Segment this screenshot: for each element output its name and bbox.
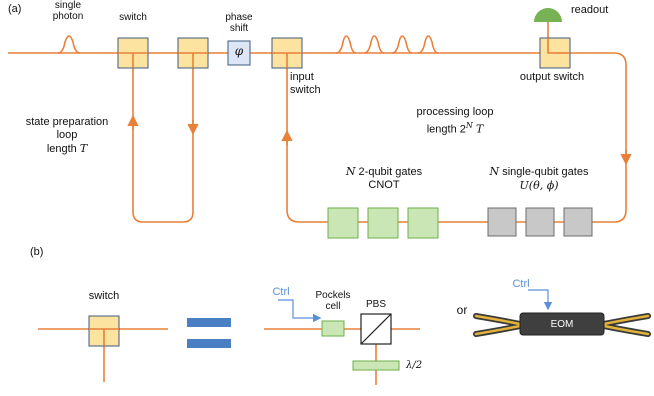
eom-box (519, 312, 605, 336)
single-photon-pulse (57, 35, 81, 54)
ctrl-line-1 (278, 299, 322, 323)
single-qubit-gate (487, 207, 517, 237)
mirror-bottom (187, 339, 231, 348)
two-qubit-gate (367, 207, 399, 239)
fiber-bottom (474, 324, 650, 336)
pockels-cell (321, 320, 345, 337)
eom-label: EOM (550, 319, 574, 330)
panel-a-label: (a) (8, 3, 22, 15)
single-qubit-gate (525, 207, 555, 237)
switch-label: switch (119, 12, 147, 23)
two-qubit-gate (327, 207, 359, 239)
fiber-top (474, 314, 650, 326)
single-qubit-label: N single-qubit gates U(θ, ϕ) (489, 165, 589, 192)
or-label: or (456, 303, 468, 317)
two-qubit-label: N 2-qubit gates CNOT (345, 165, 423, 191)
state-prep-loop (132, 53, 194, 223)
phase-shifter (227, 40, 251, 66)
ctrl-label-1: Ctrl (272, 286, 290, 298)
pbs-label: PBS (365, 299, 386, 310)
photon-pulse (363, 35, 385, 54)
single-qubit-gate (563, 207, 593, 237)
panel-b-label: (b) (30, 246, 44, 258)
half-wave-plate (352, 360, 400, 371)
processing-loop (286, 52, 627, 223)
phase-symbol: φ (234, 44, 244, 58)
two-qubit-gate (407, 207, 439, 239)
output-switch-label: output switch (519, 71, 585, 83)
mirror-top (187, 318, 231, 327)
ctrl-line-2 (528, 289, 553, 311)
switch-b-label: switch (88, 290, 120, 302)
photon-pulse (417, 35, 439, 54)
processing-loop-label: processing loop length 2N T (416, 106, 494, 136)
readout-detector (534, 8, 562, 22)
photon-pulse (335, 35, 357, 54)
ctrl-label-2: Ctrl (512, 278, 530, 290)
half-wave-label: λ/2 (406, 360, 423, 371)
readout-label: readout (571, 4, 609, 16)
photon-pulse (391, 35, 413, 54)
state-prep-label: state preparation loop length T (25, 116, 109, 155)
